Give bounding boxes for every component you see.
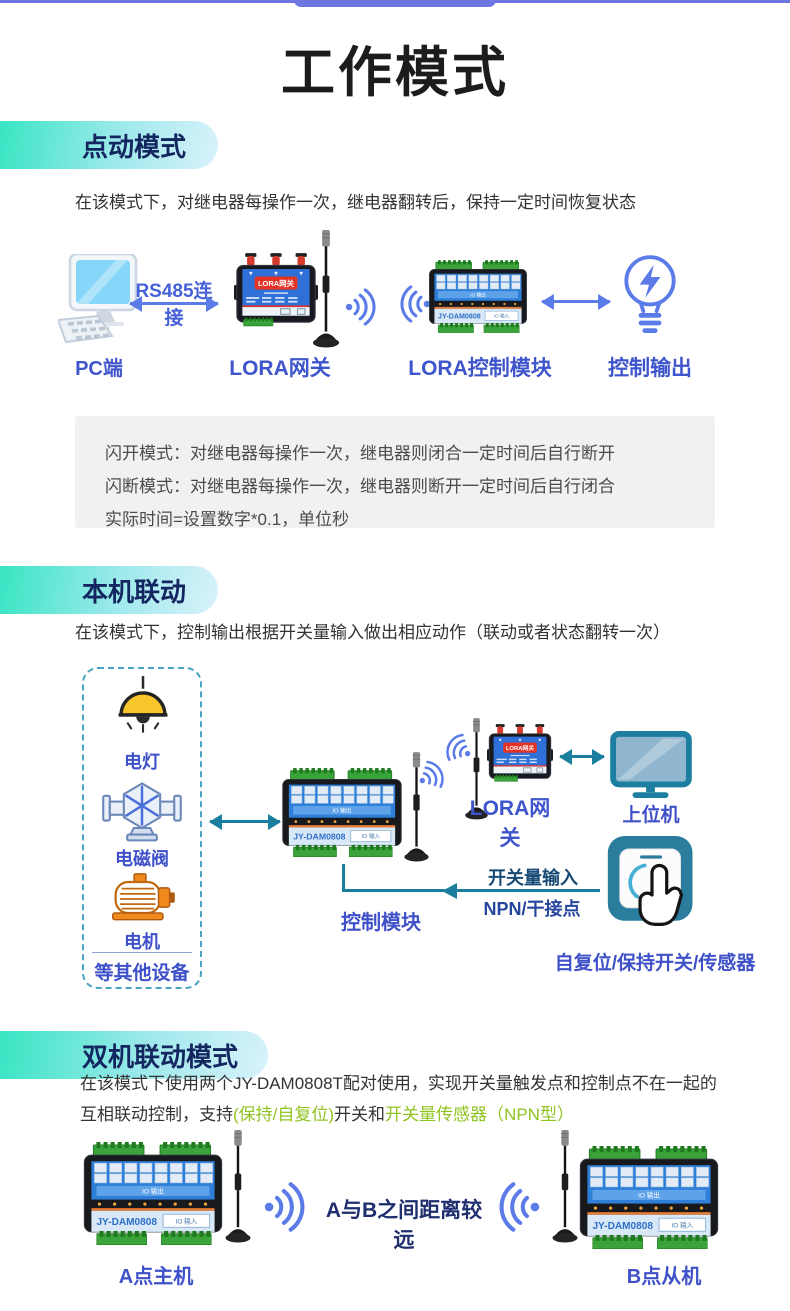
- section-badge-dual: 双机联动模式: [0, 1031, 268, 1079]
- gateway2-label: LORA网关: [469, 797, 551, 850]
- host-label: 上位机: [622, 805, 680, 826]
- dual-description-part: 开关量传感器（NPN型）: [385, 1105, 574, 1124]
- section-badge-jog-label: 点动模式: [82, 131, 187, 162]
- section-badge-dual-label: 双机联动模式: [82, 1041, 239, 1072]
- di-connector-horizontal: [342, 889, 600, 892]
- note-line-1: 闪开模式：对继电器每操作一次，继电器则闭合一定时间后自行断开: [105, 444, 615, 463]
- distance-label: A与B之间距离较远: [325, 1199, 483, 1252]
- device-b-label: B点从机: [626, 1266, 702, 1288]
- di-npn-label: NPN/干接点: [483, 899, 581, 919]
- rs485-arrow: [129, 295, 219, 312]
- device-a-label: A点主机: [118, 1266, 194, 1288]
- device-b-module: [578, 1146, 720, 1249]
- wifi-b-icon: [496, 1182, 542, 1232]
- di-arrowhead-left: [442, 882, 457, 899]
- motor-label: 电机: [124, 932, 160, 952]
- lamp-icon: [116, 676, 170, 742]
- control-module-device: [281, 768, 403, 857]
- gateway-host-arrow: [559, 748, 605, 765]
- others-label: 等其他设备: [94, 963, 190, 984]
- note-line-3: 实际时间=设置数字*0.1，单位秒: [105, 510, 350, 529]
- dual-description: 在该模式下使用两个JY-DAM0808T配对使用，实现开关量触发点和控制点不在一…: [80, 1068, 732, 1130]
- rs485-link-label: RS485连接: [135, 281, 213, 329]
- page-title: 工作模式: [281, 43, 509, 103]
- wifi-signal-right-icon: [344, 288, 378, 326]
- dual-description-part: 开关和: [334, 1105, 386, 1124]
- device-b-antenna-icon: [551, 1130, 579, 1243]
- devices-module-arrow: [209, 813, 281, 830]
- switch-label: 自复位/保持开关/传感器: [554, 953, 756, 974]
- wifi-signal-left-icon: [398, 285, 432, 323]
- device-a-antenna-icon: [224, 1130, 252, 1243]
- wifi-a-icon: [262, 1182, 308, 1232]
- host-monitor-icon: [609, 731, 693, 799]
- valve-icon: [102, 776, 182, 842]
- device-a-module: [82, 1142, 224, 1245]
- lora-module-device: [428, 260, 528, 333]
- di-connector-vertical: [342, 864, 345, 890]
- lamp-label: 电灯: [124, 752, 160, 772]
- jog-description: 在该模式下，对继电器每操作一次，继电器翻转后，保持一定时间恢复状态: [75, 193, 636, 212]
- gateway-label: LORA网关: [229, 357, 331, 380]
- lora-gateway2-device: [487, 724, 553, 783]
- dual-description-part: (保持/自复位): [233, 1105, 335, 1124]
- pc-label: PC端: [75, 358, 123, 380]
- note-line-2: 闪断模式：对继电器每操作一次，继电器则断开一定时间后自行闭合: [105, 477, 615, 496]
- control-module-label: 控制模块: [341, 912, 421, 934]
- dual-description-part: 在该模式下使用两个JY-DAM0808T配对使用，实现开关量触发点和控制点不在一…: [80, 1074, 717, 1124]
- valve-label: 电磁阀: [115, 849, 169, 869]
- lora-module-label: LORA控制模块: [408, 357, 552, 380]
- note-box: 闪开模式：对继电器每操作一次，继电器则闭合一定时间后自行断开 闪断模式：对继电器…: [75, 416, 715, 529]
- section-badge-jog: 点动模式: [0, 121, 218, 169]
- power-output-bulb-icon: [614, 252, 686, 340]
- di-input-label: 开关量输入: [488, 868, 578, 888]
- section-badge-local-label: 本机联动: [82, 576, 187, 607]
- module-output-arrow: [541, 293, 611, 310]
- local-description: 在该模式下，控制输出根据开关量输入做出相应动作（联动或者状态翻转一次）: [75, 623, 670, 642]
- section-badge-local: 本机联动: [0, 566, 218, 614]
- motor-icon: [109, 872, 177, 926]
- devices-box: [82, 667, 202, 989]
- output-label: 控制输出: [608, 357, 692, 380]
- devices-divider: [92, 952, 192, 953]
- push-button-hand-icon: [606, 834, 698, 943]
- lora-gateway-device: [234, 253, 318, 328]
- top-accent-tab: [294, 0, 496, 7]
- gateway-antenna-icon: [311, 230, 341, 348]
